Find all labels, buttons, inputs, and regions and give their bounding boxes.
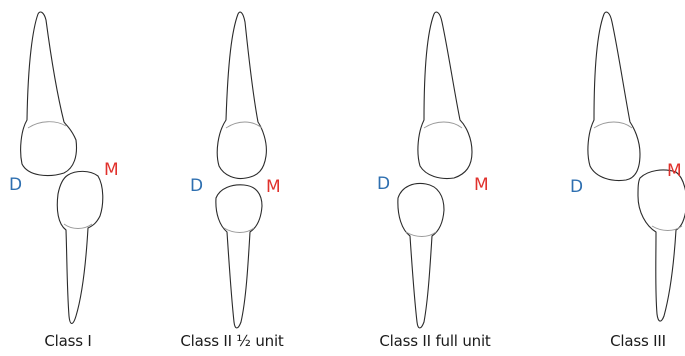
distal-label: D bbox=[377, 174, 390, 194]
distal-label: D bbox=[190, 176, 203, 196]
lower-tooth bbox=[57, 171, 103, 323]
panel-class-2-full-unit: D M bbox=[377, 12, 489, 328]
caption-class-2-half-unit: Class II ½ unit bbox=[180, 332, 283, 350]
distal-label: D bbox=[570, 177, 583, 197]
panel-class-2-half-unit: D M bbox=[190, 12, 281, 328]
upper-tooth bbox=[21, 12, 77, 176]
caption-class-3: Class III bbox=[610, 332, 666, 350]
caption-class-2-full-unit: Class II full unit bbox=[379, 332, 490, 350]
distal-label: D bbox=[9, 175, 22, 195]
mesial-label: M bbox=[667, 161, 682, 181]
panel-class-3: D M bbox=[570, 12, 685, 321]
upper-tooth bbox=[588, 12, 640, 180]
caption-class-1: Class I bbox=[44, 332, 91, 350]
mesial-label: M bbox=[104, 160, 119, 180]
panel-class-1: D M bbox=[9, 12, 119, 324]
upper-tooth bbox=[217, 12, 266, 178]
mesial-label: M bbox=[474, 175, 489, 195]
upper-tooth bbox=[418, 12, 472, 178]
mesial-label: M bbox=[266, 177, 281, 197]
lower-tooth bbox=[638, 170, 685, 321]
lower-tooth bbox=[398, 184, 444, 328]
lower-tooth bbox=[216, 185, 262, 328]
